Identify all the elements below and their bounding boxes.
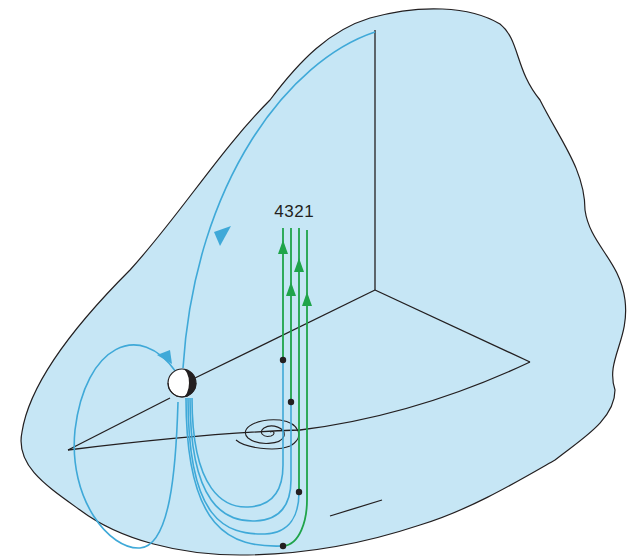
field-points (280, 357, 302, 549)
field-line (74, 345, 178, 548)
callout-number: 2 (294, 203, 303, 220)
field-arrow (157, 350, 172, 364)
coordinate-box (68, 30, 530, 516)
field-line (183, 32, 375, 368)
callout-number: 3 (284, 203, 293, 220)
black-hole (168, 369, 196, 397)
callout-number: 1 (304, 203, 313, 220)
field-line-bundle (186, 360, 299, 546)
jet-arrows (278, 240, 312, 306)
jet-field-lines (283, 228, 307, 546)
field-arrow (214, 226, 231, 246)
accretion-spiral (236, 420, 299, 449)
plasma-cloud (21, 9, 626, 555)
callout-number: 4 (274, 203, 283, 220)
